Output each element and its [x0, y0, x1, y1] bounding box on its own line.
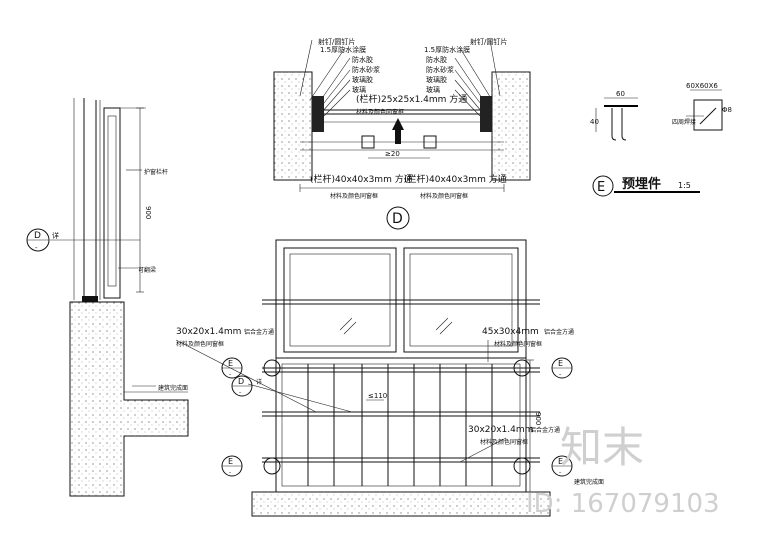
embed-marker-letter: E	[597, 180, 605, 195]
td-bottom-left-spec: (栏杆)40x40x3mm 方通	[310, 173, 413, 185]
watermark-brand: 知末	[560, 423, 644, 472]
detail-e-marker	[592, 175, 614, 197]
elev-e3-letter: E	[558, 359, 563, 368]
embed-dim-top: 60	[616, 90, 625, 98]
section-marker-num: -	[35, 244, 38, 252]
td-label-r5: 玻璃	[426, 85, 440, 94]
elev-e2-letter: E	[228, 457, 233, 466]
detail-d-letter: D	[392, 211, 403, 227]
elev-right-spec: 45x30x4mm	[482, 327, 539, 337]
elev-left-spec: 30x20x1.4mm	[176, 327, 241, 337]
section-height: 900	[144, 206, 152, 219]
td-dim-center: ≥20	[385, 150, 400, 158]
elev-e2-num: -	[229, 469, 231, 476]
section-rail-label: 护窗栏杆	[144, 168, 168, 176]
section-sill-label: 可翻梁	[138, 266, 156, 274]
td-label-r3: 防水砂浆	[426, 65, 454, 74]
td-label-l2: 防水胶	[352, 55, 373, 64]
td-label-r2: 防水胶	[426, 55, 447, 64]
elev-e4-num: -	[559, 469, 561, 476]
watermark-id: ID: 167079103	[526, 489, 720, 519]
elev-anchor-r2	[513, 457, 531, 475]
section-floor-label: 建筑完成面	[158, 384, 188, 392]
elev-bottom-sub: 材料及颜色同窗框	[480, 438, 528, 446]
td-bottom-note-right: 材料及颜色同窗框	[420, 192, 468, 200]
td-label-l1: 1.5厚防水涂膜	[320, 45, 366, 54]
embed-title: 预埋件	[622, 176, 661, 192]
td-label-l4: 玻璃胶	[352, 75, 373, 84]
embed-scale: 1:5	[678, 181, 691, 190]
elev-e3-num: -	[559, 371, 561, 378]
td-label-r0: 1.5厚防水涂膜	[424, 45, 470, 54]
td-label-r1: 射钉/圆钉片	[470, 37, 507, 46]
right-frame-profile	[480, 96, 492, 132]
td-center-spec: (栏杆)25x25x1.4mm 方通	[356, 93, 467, 105]
elev-anchor-l2	[263, 457, 281, 475]
elev-height: 900	[534, 412, 542, 425]
elev-e4-letter: E	[558, 457, 563, 466]
elevation	[175, 239, 573, 517]
embed-dia-label: Φ8	[722, 106, 732, 114]
td-center-note: 材料及颜色同窗框	[356, 108, 404, 116]
td-label-l5: 玻璃	[352, 85, 366, 94]
detail-d-marker	[386, 206, 410, 230]
td-bottom-right-spec: (栏杆)40x40x3mm 方通	[404, 173, 507, 185]
embed-weld-label: 四周焊接	[672, 118, 696, 126]
elev-right-note: 铝合金方通	[544, 328, 574, 336]
elev-right-sub: 材料及颜色同窗框	[494, 340, 542, 348]
top-detail	[273, 39, 531, 192]
elev-anchor-l1	[263, 359, 281, 377]
embed-detail	[592, 89, 723, 197]
window-upper-frame	[275, 239, 527, 359]
elev-e1-num: -	[229, 371, 231, 378]
elev-d-suffix: 详	[256, 378, 262, 386]
elev-d-num: -	[239, 389, 241, 396]
section-detail	[26, 98, 189, 497]
embed-dim-left: 40	[590, 118, 599, 126]
elev-spacing: ≤110	[368, 392, 387, 400]
window-frame-section	[103, 107, 121, 299]
elev-e1-letter: E	[228, 359, 233, 368]
left-frame-profile	[312, 96, 324, 132]
elev-floor-label: 建筑完成面	[574, 478, 604, 486]
td-label-l3: 防水砂浆	[352, 65, 380, 74]
elev-bottom-note: 铝合金方通	[530, 426, 560, 434]
section-marker-suffix: 详	[52, 231, 59, 240]
td-label-r4: 玻璃胶	[426, 75, 447, 84]
elev-d-letter: D	[238, 377, 244, 386]
elev-anchor-r1	[513, 359, 531, 377]
td-label-l0: 射钉/圆钉片	[318, 37, 355, 46]
embed-plate	[693, 99, 723, 131]
elev-left-sub: 材料及颜色同窗框	[176, 340, 224, 348]
embed-plate-label: 60X60X6	[686, 82, 718, 90]
elev-bottom-spec: 30x20x1.4mm	[468, 425, 533, 435]
elev-left-note: 铝合金方通	[244, 328, 274, 336]
td-bottom-note-left: 材料及颜色同窗框	[330, 192, 378, 200]
section-marker-letter: D	[34, 231, 41, 241]
